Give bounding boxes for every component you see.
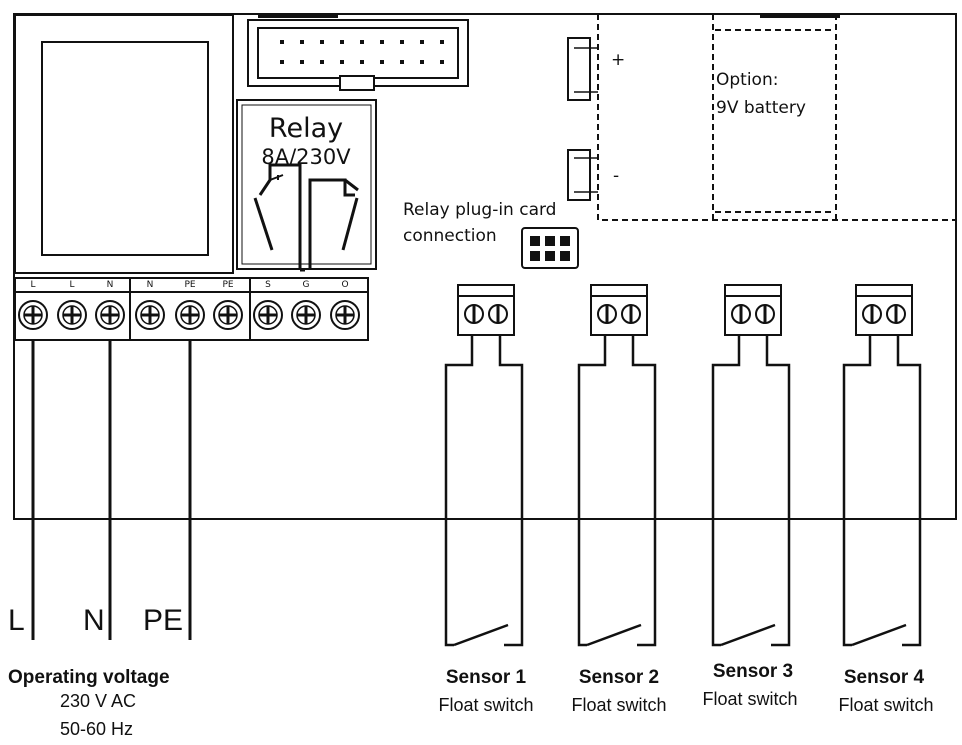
- connector-pin: [420, 60, 424, 64]
- wire-n-label: N: [83, 604, 105, 637]
- relay-rating: 8A/230V: [261, 145, 351, 169]
- sensor-2-type: Float switch: [571, 695, 667, 715]
- connector-pin: [440, 40, 444, 44]
- terminal-strip: [14, 277, 369, 341]
- float-switch-sensor: [711, 284, 791, 647]
- terminal-screw: [291, 300, 321, 330]
- terminal-screw: [175, 300, 205, 330]
- battery-compartment: [567, 14, 955, 221]
- sensor-terminals: [444, 284, 922, 647]
- terminal-label: O: [341, 280, 349, 290]
- sensor-3-name: Sensor 3: [712, 661, 794, 682]
- sensor-4-name: Sensor 4: [843, 667, 925, 688]
- connector-pin: [320, 60, 324, 64]
- plugin-card-connector: [521, 227, 579, 269]
- connector-pin: [300, 40, 304, 44]
- terminal-screw: [95, 300, 125, 330]
- connector-pin: [440, 60, 444, 64]
- terminal-screw: [18, 300, 48, 330]
- float-switch-sensor: [444, 284, 524, 647]
- connector-pin: [380, 60, 384, 64]
- relay-component: [236, 99, 377, 272]
- connector-pin: [400, 60, 404, 64]
- operating-voltage-value: 230 V AC: [60, 691, 137, 711]
- terminal-screw: [253, 300, 283, 330]
- ribbon-connector: [247, 14, 469, 91]
- terminal-label: G: [302, 280, 310, 290]
- connector-pin: [300, 60, 304, 64]
- operating-frequency-value: 50-60 Hz: [60, 719, 134, 739]
- housing-outline: [13, 13, 957, 520]
- sensor-1-type: Float switch: [438, 695, 534, 715]
- terminal-label: S: [265, 280, 271, 290]
- battery-option-label: Option:: [716, 70, 779, 90]
- connector-pin: [360, 40, 364, 44]
- terminal-screw: [330, 300, 360, 330]
- connector-pin: [340, 40, 344, 44]
- terminal-label: N: [146, 280, 154, 290]
- connector-pin: [420, 40, 424, 44]
- terminal-screw: [213, 300, 243, 330]
- connector-pin: [360, 60, 364, 64]
- connector-pin: [280, 60, 284, 64]
- terminal-label: N: [106, 280, 114, 290]
- battery-minus: -: [613, 166, 620, 186]
- terminal-screw: [57, 300, 87, 330]
- terminal-label: PE: [184, 280, 196, 290]
- float-switch-sensor: [577, 284, 657, 647]
- terminal-label: L: [69, 280, 75, 290]
- terminal-label: L: [30, 280, 36, 290]
- sensor-4-type: Float switch: [838, 695, 934, 715]
- connector-pin: [400, 40, 404, 44]
- wire-l-label: L: [8, 604, 25, 637]
- sensor-2-name: Sensor 2: [578, 667, 660, 688]
- connector-pin: [380, 40, 384, 44]
- battery-plus: +: [611, 50, 626, 70]
- wire-pe-label: PE: [143, 604, 184, 637]
- operating-voltage-title: Operating voltage: [8, 667, 170, 688]
- terminal-label: PE: [222, 280, 234, 290]
- mains-wires: [31, 340, 192, 640]
- transformer: [14, 14, 234, 274]
- sensor-1-name: Sensor 1: [445, 667, 527, 688]
- connector-pin: [280, 40, 284, 44]
- float-switch-sensor: [842, 284, 922, 647]
- plugin-card-connection-label: connection: [403, 226, 497, 246]
- plugin-card-label: Relay plug-in card: [403, 200, 557, 220]
- relay-title: Relay: [268, 113, 344, 144]
- connector-pin: [320, 40, 324, 44]
- battery-type-label: 9V battery: [716, 98, 806, 118]
- connector-pin: [340, 60, 344, 64]
- sensor-3-type: Float switch: [702, 689, 798, 709]
- terminal-screw: [135, 300, 165, 330]
